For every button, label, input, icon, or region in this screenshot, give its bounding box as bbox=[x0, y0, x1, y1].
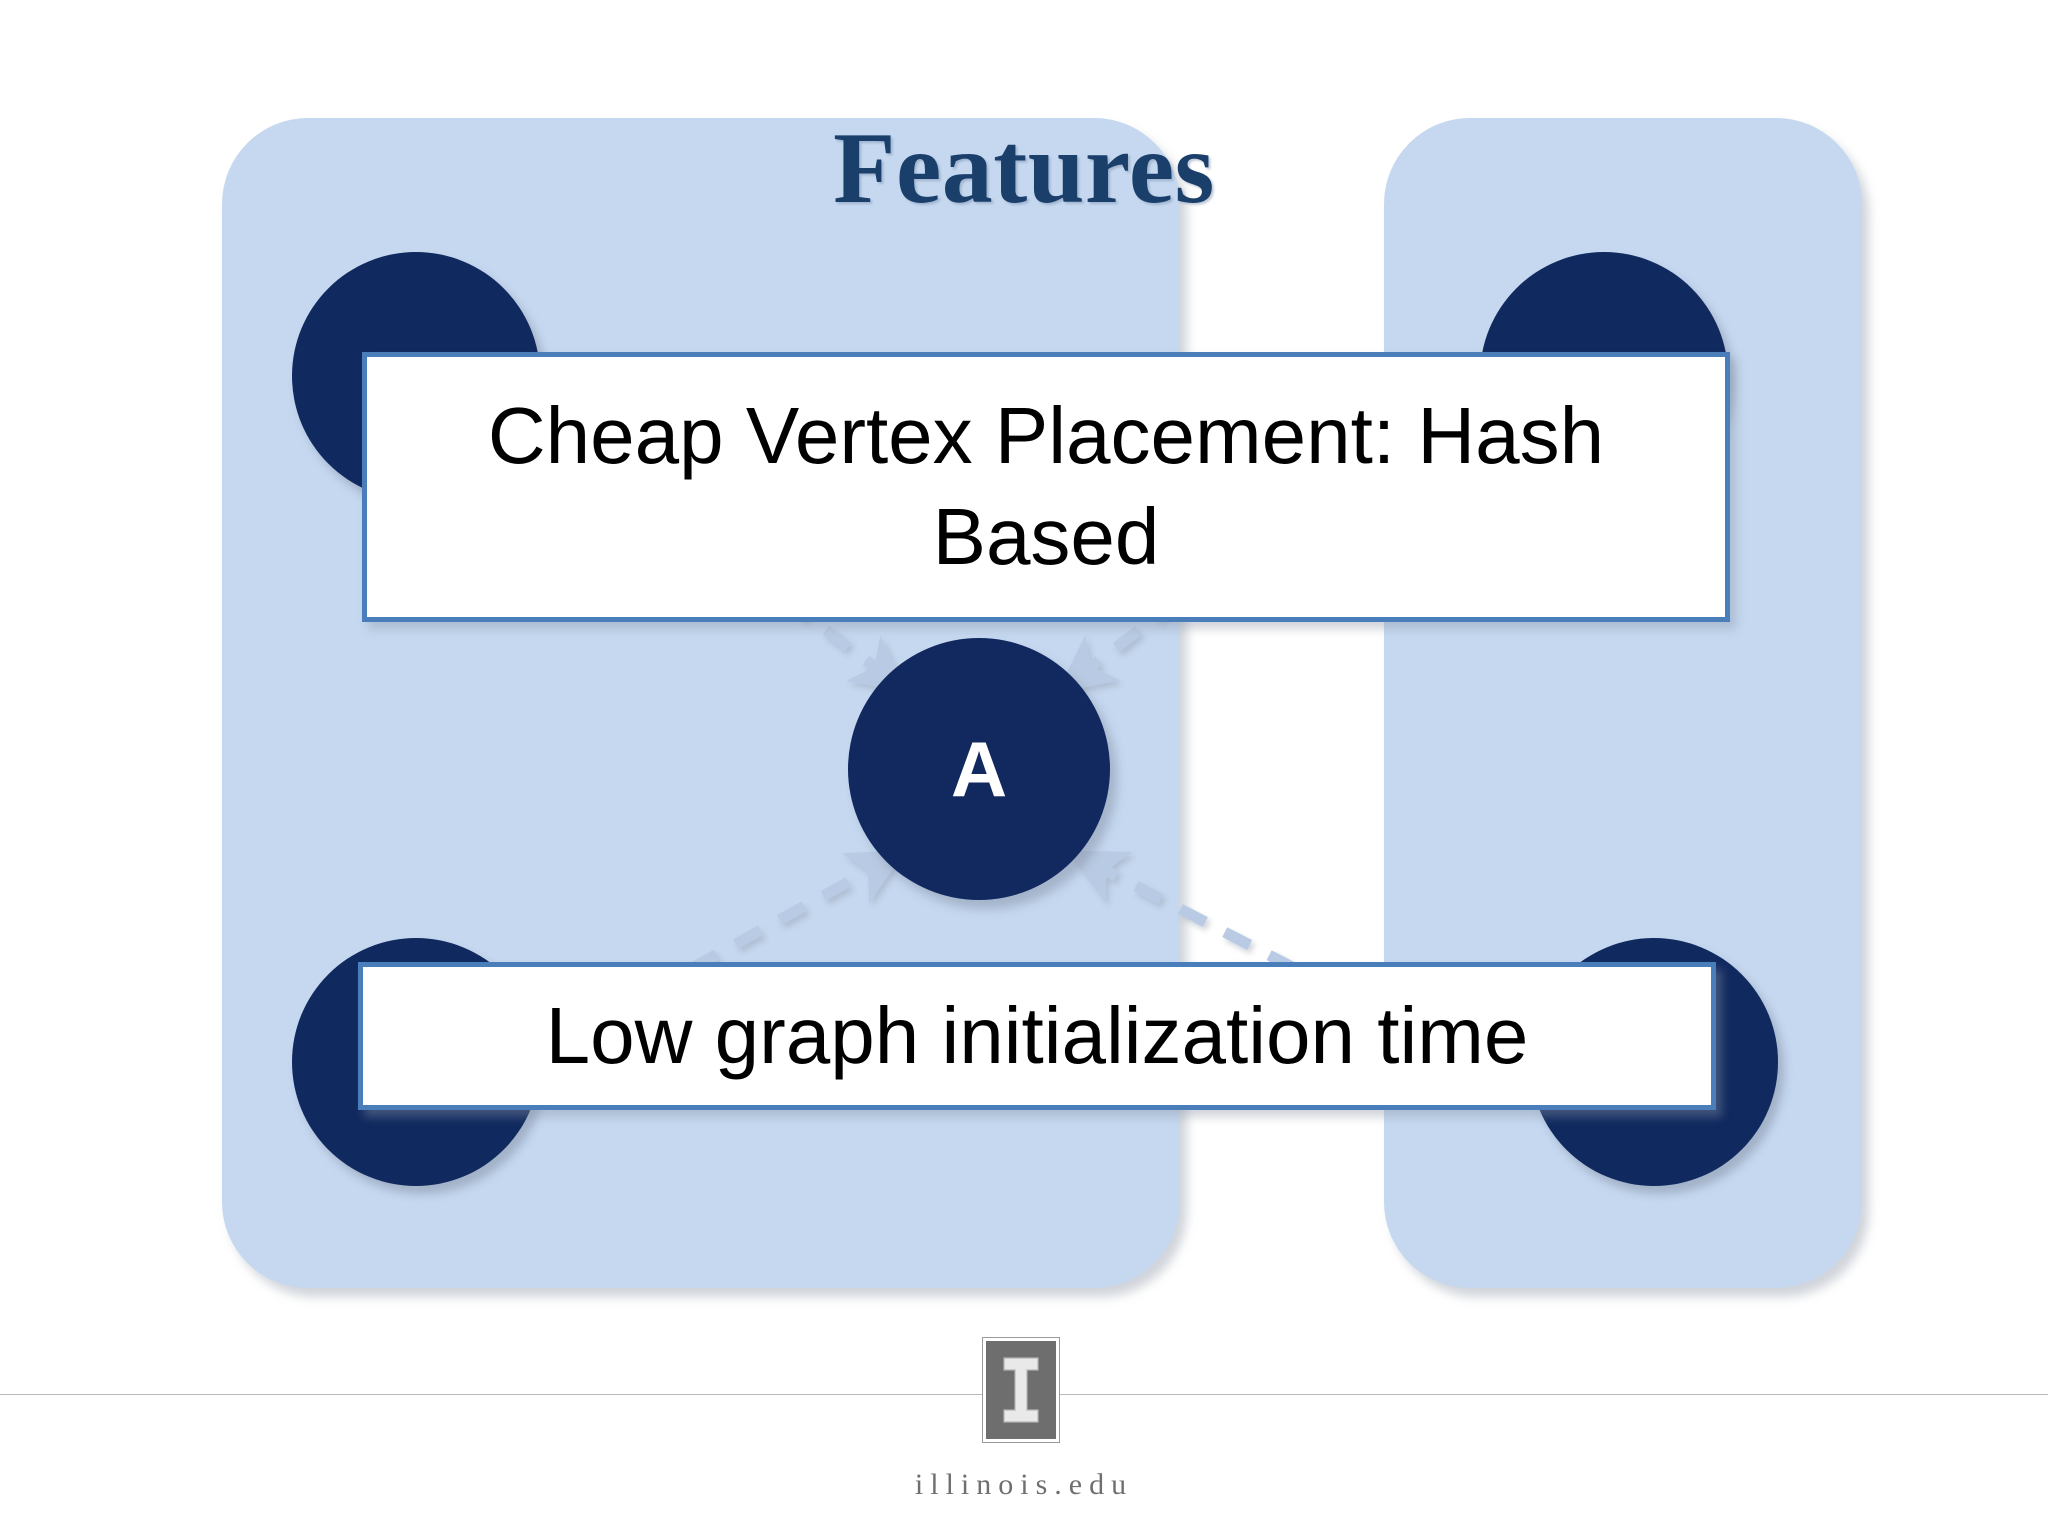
footer-url: illinois.edu bbox=[914, 1468, 1134, 1501]
feature-box-1: Cheap Vertex Placement: Hash Based bbox=[362, 352, 1730, 622]
feature-box-2: Low graph initialization time bbox=[358, 962, 1716, 1110]
illinois-block-i-logo bbox=[982, 1337, 1060, 1443]
hub-circle: A bbox=[848, 638, 1110, 900]
hub-label: A bbox=[950, 725, 1008, 813]
page-title: Features bbox=[833, 112, 1215, 225]
